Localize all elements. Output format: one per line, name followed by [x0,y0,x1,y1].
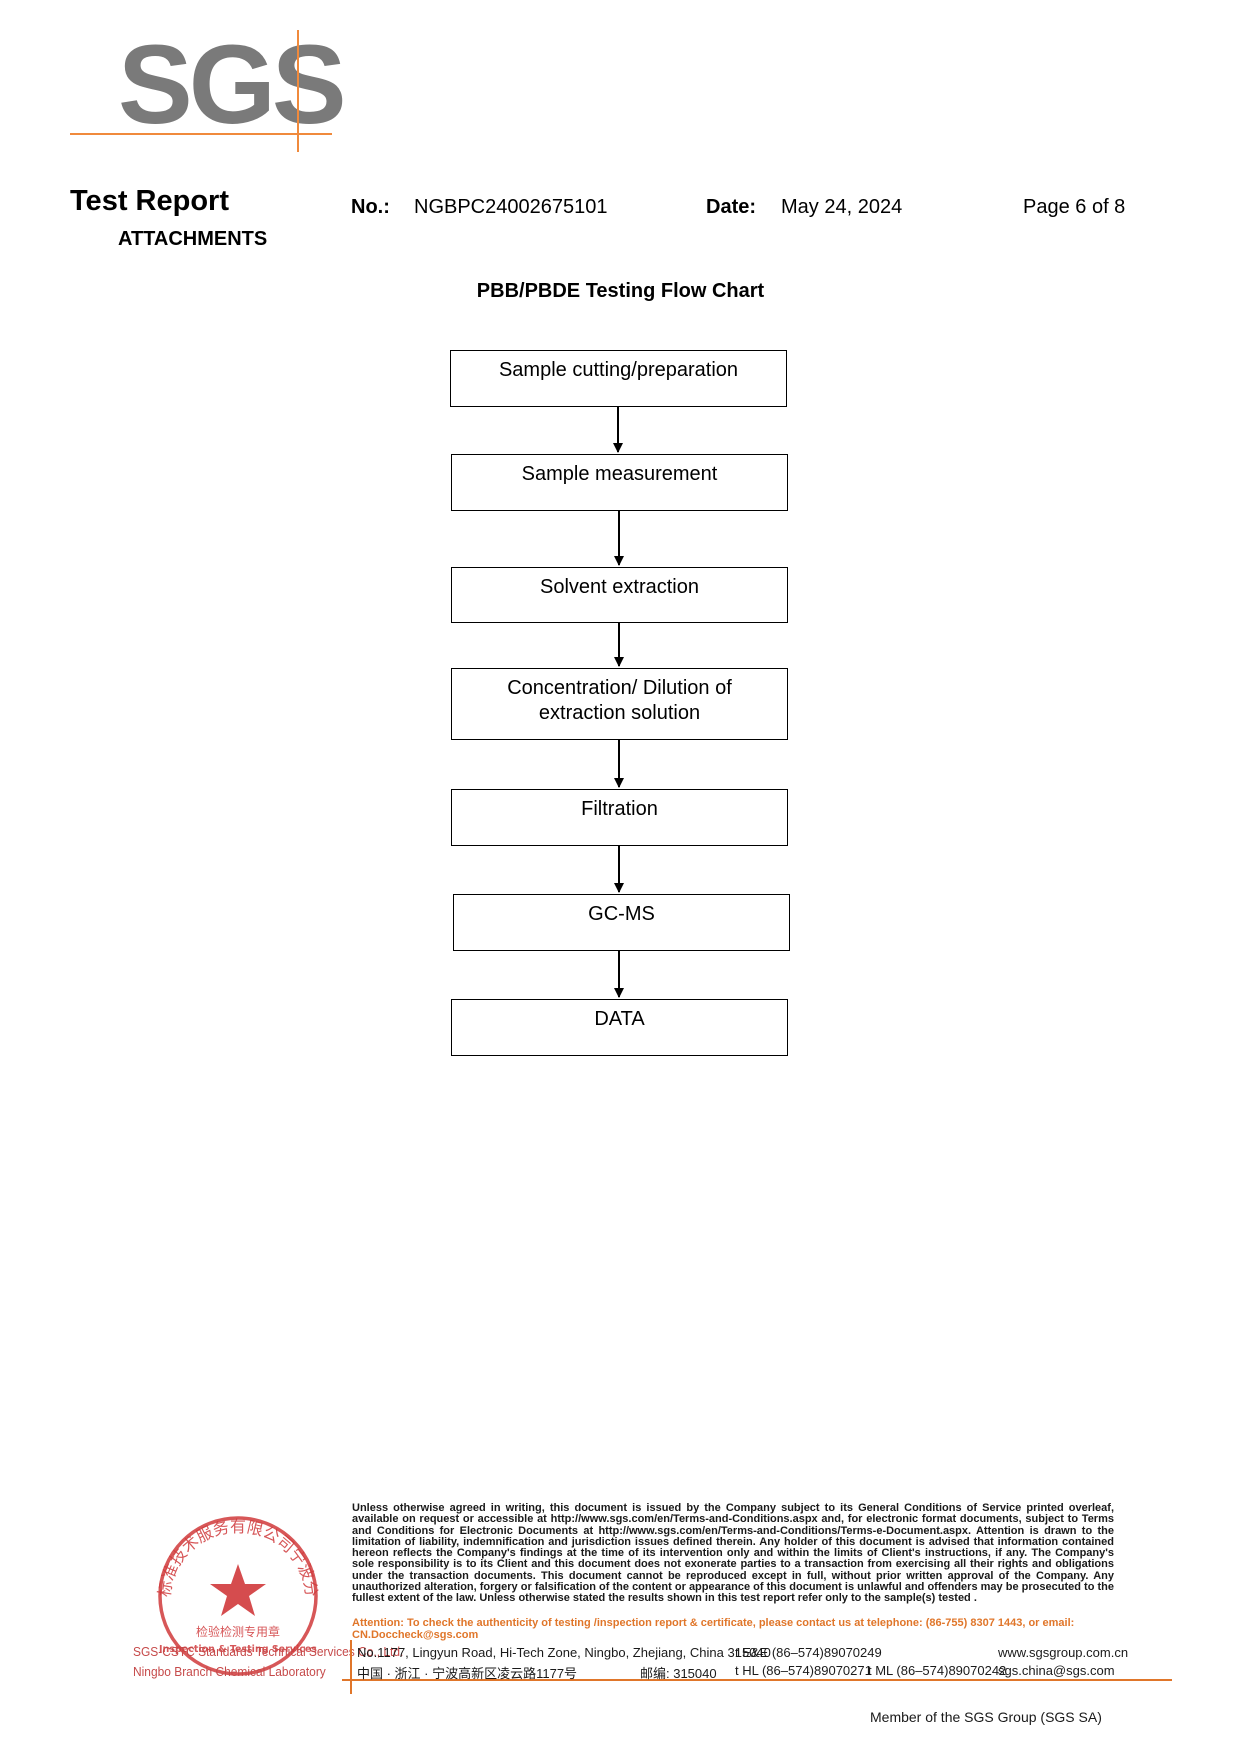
flow-step-1: Sample cutting/preparation [450,350,787,407]
flow-step-4-label-line1: Concentration/ Dilution of [507,677,732,699]
flow-step-6: GC-MS [453,894,790,951]
report-number-label: No.: [351,196,390,218]
flow-step-7-label: DATA [594,1008,645,1030]
company-seal: 通标标准技术服务有限公司宁波分公司 检验检测专用章 Inspection & T… [148,1508,321,1676]
footer-vertical-rule [350,1640,352,1694]
flow-step-3: Solvent extraction [451,567,788,623]
flow-chart-title: PBB/PBDE Testing Flow Chart [476,280,765,302]
group-membership: Member of the SGS Group (SGS SA) [870,1709,1102,1725]
seal-company-line2: Ningbo Branch Chemical Laboratory [133,1664,326,1679]
authenticity-notice: Attention: To check the authenticity of … [352,1617,1075,1641]
date-label: Date: [706,196,757,218]
flow-step-7: DATA [451,999,788,1056]
phone-ee: t E&E (86–574)89070249 [735,1645,882,1660]
flow-step-1-label: Sample cutting/preparation [498,359,739,381]
footer-horizontal-rule [342,1679,1172,1681]
seal-company-line1: SGS-CSTC Standards Technical Services Co… [133,1644,404,1659]
section-label: ATTACHMENTS [118,228,268,250]
flow-step-3-label: Solvent extraction [540,576,699,598]
address-chinese: 中国 · 浙江 · 宁波高新区凌云路1177号 [357,1666,578,1681]
seal-center-cn: 检验检测专用章 [196,1624,280,1639]
legal-disclaimer: Unless otherwise agreed in writing, this… [352,1502,1114,1605]
flow-step-5-label: Filtration [581,798,658,820]
seal-company-name: SGS-CSTC Standards Technical Services Co… [133,1642,403,1682]
report-date: May 24, 2024 [781,196,903,218]
postcode-chinese: 邮编: 315040 [640,1666,717,1681]
report-title: Test Report [70,185,229,217]
phone-hl: t HL (86–574)89070271 [735,1663,872,1678]
flow-step-6-label: GC-MS [588,903,655,925]
flow-step-2: Sample measurement [451,454,788,511]
flow-step-5: Filtration [451,789,788,846]
address-english: No.1177, Lingyun Road, Hi-Tech Zone, Nin… [357,1645,771,1660]
seal-center-en: Inspection & Testing Services [159,1644,317,1655]
sgs-logo: SGS [118,22,347,147]
email-link[interactable]: sgs.china@sgs.com [998,1663,1115,1678]
report-number: NGBPC24002675101 [414,196,608,218]
logo-vertical-rule [297,30,299,152]
phone-ml: t ML (86–574)89070242 [868,1663,1007,1678]
website-link[interactable]: www.sgsgroup.com.cn [998,1645,1129,1660]
flow-arrows [613,407,624,998]
flow-step-2-label: Sample measurement [521,463,718,485]
flow-step-4-label-line2: extraction solution [538,702,701,724]
flow-step-4: Concentration/ Dilution of extraction so… [451,668,788,740]
page-number: Page 6 of 8 [1023,196,1126,218]
logo-horizontal-rule [70,133,332,135]
